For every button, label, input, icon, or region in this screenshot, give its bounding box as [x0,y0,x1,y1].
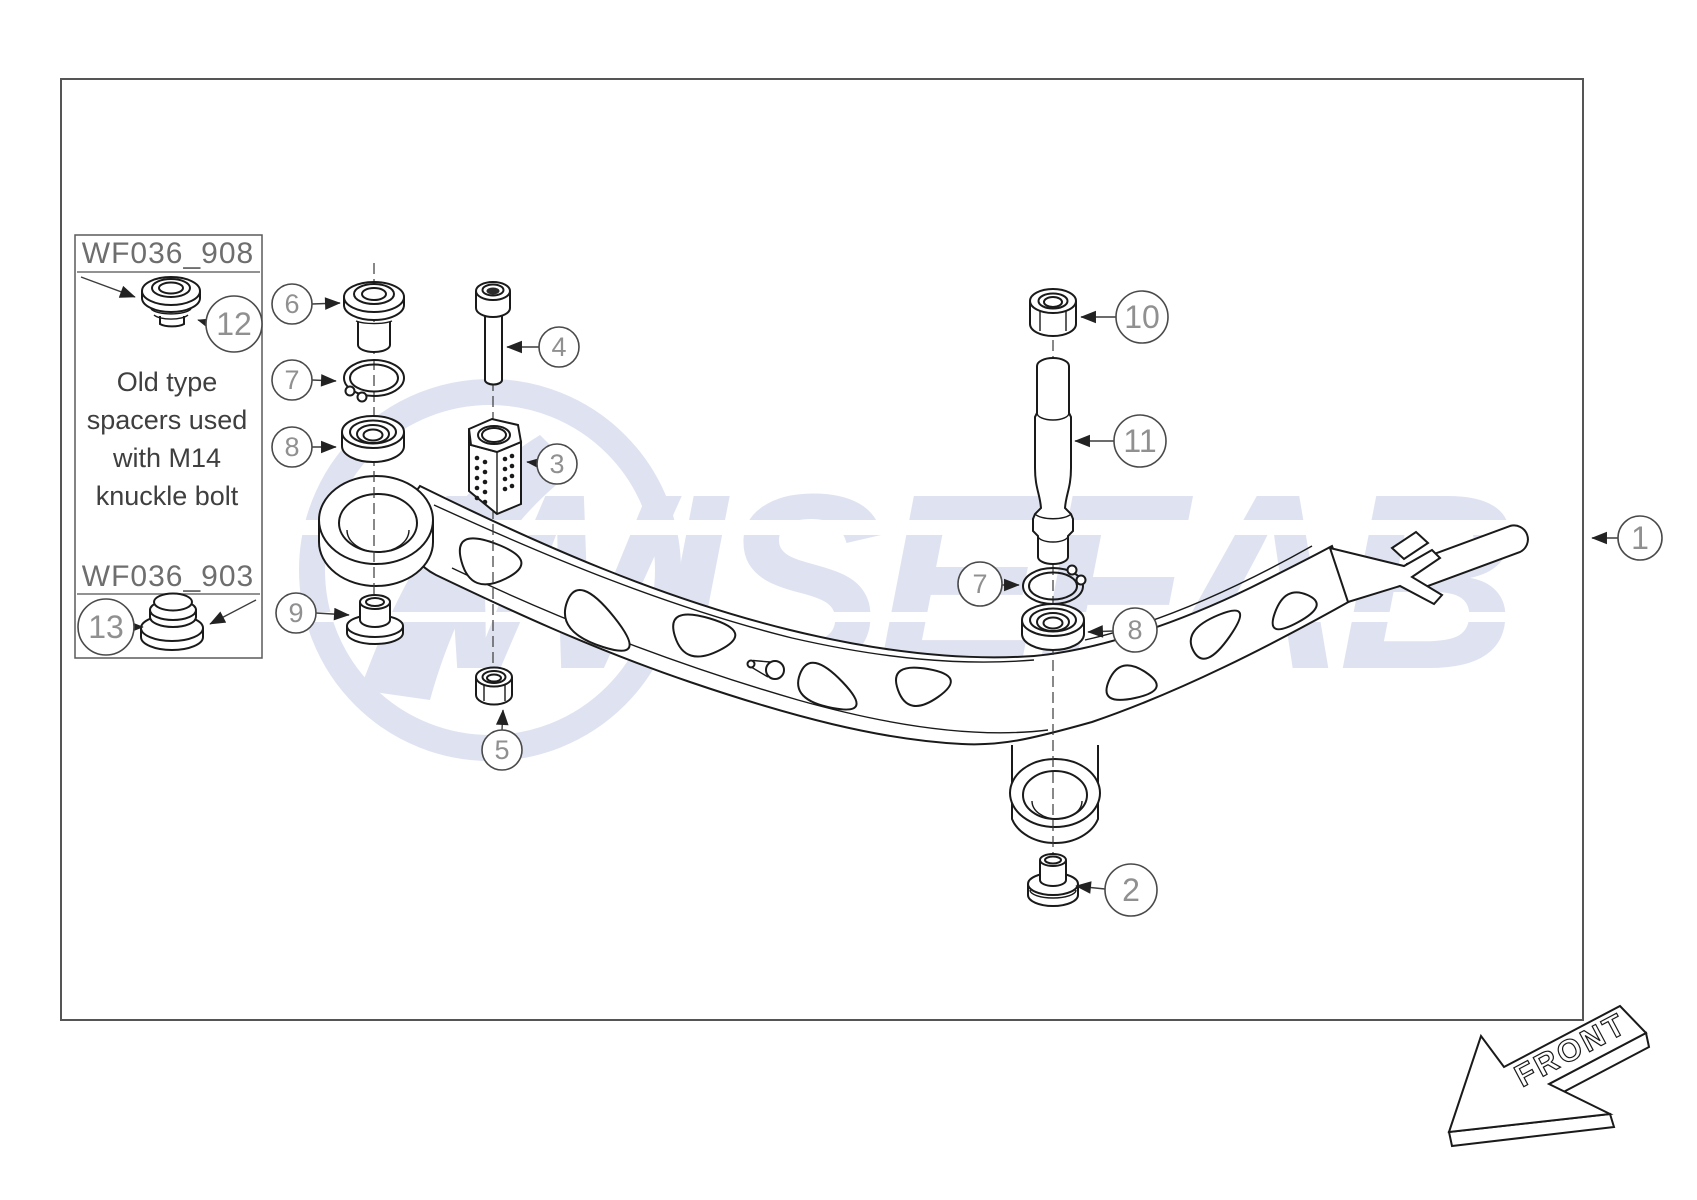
part-11-pin [1032,357,1074,565]
arm-rear-boss [1009,745,1101,844]
svg-text:10: 10 [1124,299,1160,335]
svg-text:11: 11 [1123,423,1156,459]
callout-4: 4 [506,326,580,368]
part-12-drawing [141,276,201,328]
part-9-spacer [346,594,404,645]
callout-3: 3 [526,443,578,485]
part-label-top: WF036_908 [82,237,254,270]
info-box: WF036_908 Old type spacers used with M14… [74,234,263,659]
svg-text:12: 12 [216,306,252,342]
arm-keyhole-detail [746,659,785,680]
svg-text:7: 7 [284,365,299,395]
arm-front-boss [318,475,434,587]
callout-8-right: 8 [1087,607,1158,653]
svg-text:4: 4 [551,332,566,362]
part-3-hex-spacer [467,417,523,516]
watermark-stripe [290,520,1580,535]
callout-7-right: 7 [957,561,1020,607]
svg-text:9: 9 [288,598,303,628]
svg-text:1: 1 [1631,520,1649,556]
callout-6: 6 [271,283,341,325]
part-10-nut [1029,288,1077,337]
part-2-spacer [1027,853,1079,907]
part-8-bearing [341,415,405,463]
watermark-stripe [290,612,1580,622]
arm-pockets [458,537,1318,711]
part-label-bottom: WF036_903 [82,560,254,593]
arm-pin-end [1405,524,1529,592]
note-line-4: knuckle bolt [96,481,239,511]
callout-13: 13 [77,598,144,656]
svg-text:8: 8 [1127,615,1142,645]
callout-9: 9 [275,592,350,634]
control-arm-drawing [318,475,1529,844]
svg-text:6: 6 [284,289,299,319]
svg-text:8: 8 [284,432,299,462]
front-direction-arrow: FRONT [1447,1004,1651,1148]
arm-clevis [1328,546,1444,606]
svg-text:3: 3 [549,449,564,479]
note-line-1: Old type [117,367,218,397]
part-13-drawing [140,592,204,651]
knurl-dots [474,453,515,505]
callout-12: 12 [197,295,263,353]
callout-2: 2 [1075,863,1158,917]
arm-clevis-tab [1390,530,1430,561]
note-line-3: with M14 [112,443,221,473]
note-line-2: spacers used [87,405,248,435]
callout-8-left: 8 [271,426,337,468]
callout-1: 1 [1591,515,1663,561]
part-5-nut [475,666,513,706]
callout-7-left: 7 [271,359,337,401]
label-leader-bottom [209,599,257,625]
part-8-bearing-right [1021,603,1085,651]
label-leader-top [80,276,136,298]
callout-11: 11 [1074,414,1167,468]
part-6-drawing [343,281,405,353]
svg-text:13: 13 [88,609,124,645]
callout-5: 5 [481,709,523,771]
part-7-snap-ring [343,359,405,403]
svg-text:5: 5 [494,735,509,765]
svg-text:7: 7 [972,569,987,599]
drawing-border [60,78,1584,1021]
svg-text:2: 2 [1122,872,1140,908]
callout-10: 10 [1080,290,1169,344]
part-4-bolt [475,281,511,386]
